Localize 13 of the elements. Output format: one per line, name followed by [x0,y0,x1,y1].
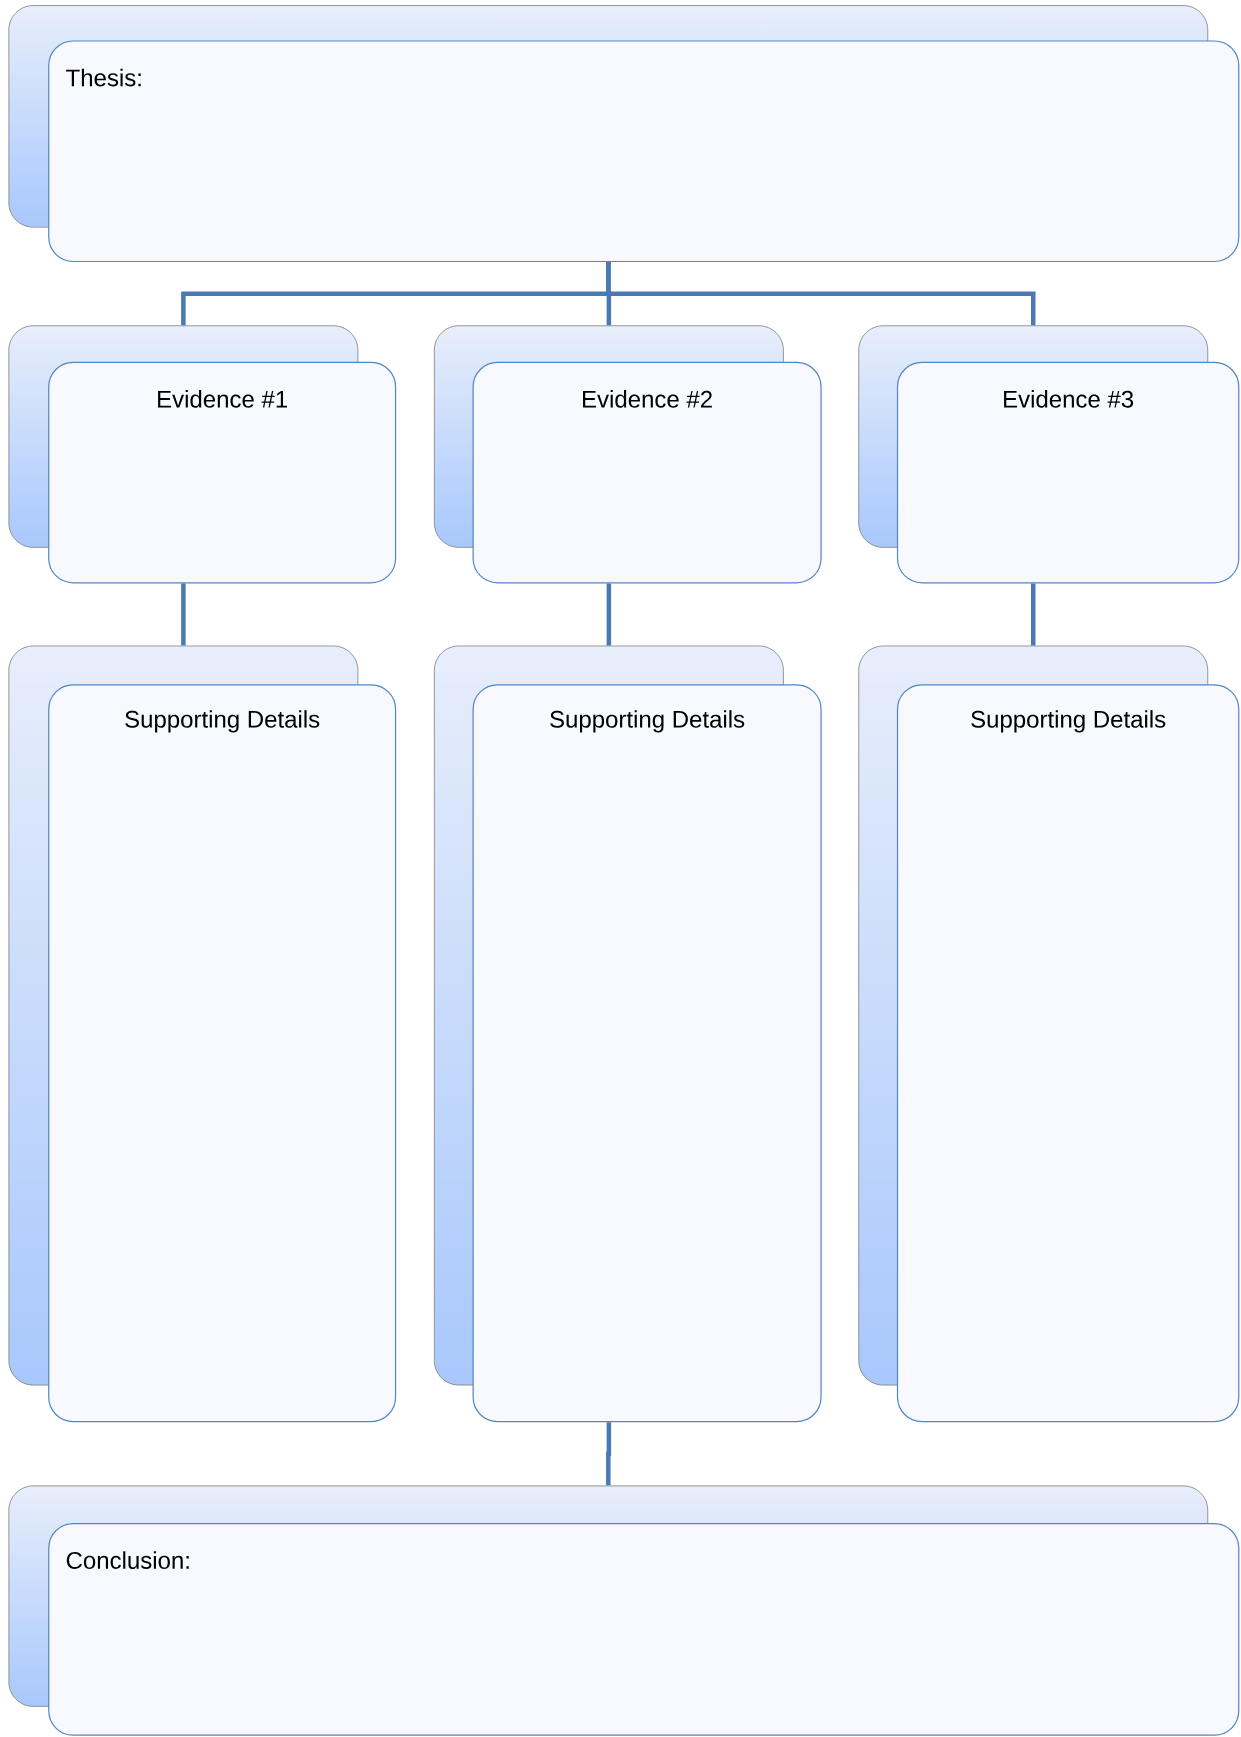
text-box: Evidence #1 [8,325,397,584]
text-box: Thesis: [8,5,1240,263]
text-box: Supporting Details [433,645,822,1423]
text-box: Supporting Details [858,645,1240,1423]
connector-line [606,1422,612,1486]
text-box: Supporting Details [8,645,397,1423]
text-box: Conclusion: [8,1485,1240,1736]
text-box: Evidence #2 [433,325,822,584]
text-box: Evidence #3 [858,325,1240,584]
connector-line [181,583,186,646]
connector-line [606,262,1036,326]
connector-line [1031,583,1036,646]
connector-line [606,583,612,646]
